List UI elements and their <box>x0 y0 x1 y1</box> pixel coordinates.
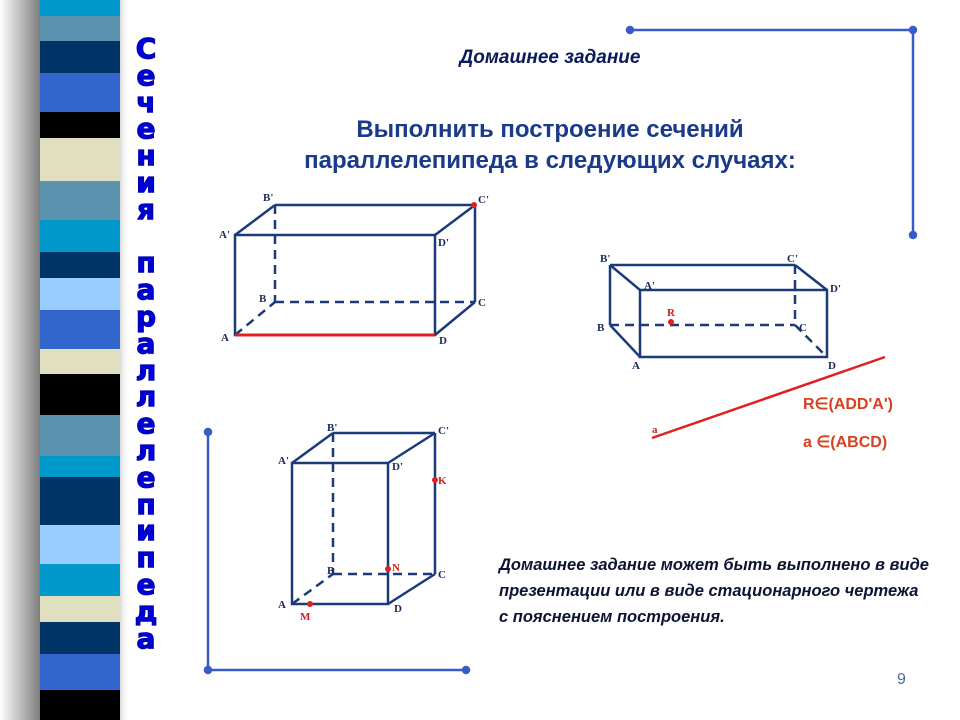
vertical-title-letter: л <box>135 380 157 414</box>
vertical-title-letter: л <box>135 353 157 387</box>
vertical-title-letter: р <box>135 299 157 333</box>
svg-text:N: N <box>392 562 400 574</box>
vertical-title-letter: е <box>136 460 156 494</box>
point-M <box>307 601 313 607</box>
svg-text:K: K <box>438 475 447 487</box>
stripe-band <box>40 16 120 41</box>
vertical-title-letter: и <box>136 165 157 199</box>
vertical-title-letter: л <box>135 433 157 467</box>
parallelepiped-figure-2 <box>608 263 886 440</box>
stripe-band <box>40 278 120 310</box>
svg-text:a: a <box>652 424 658 436</box>
stripe-band <box>40 622 120 654</box>
vertical-title-letter: и <box>136 514 157 548</box>
stripe-band <box>40 310 120 349</box>
stripe-band <box>40 112 120 138</box>
stripe-band <box>40 415 120 456</box>
stripe-band <box>40 564 120 596</box>
homework-heading: Домашнее задание <box>459 47 641 68</box>
stripe-band <box>40 690 120 720</box>
vertical-title-letter: п <box>136 541 157 575</box>
stripe-band <box>40 596 120 622</box>
svg-text:C': C' <box>478 194 489 206</box>
svg-text:D': D' <box>392 461 403 473</box>
vertical-title-letter: я <box>136 192 155 226</box>
condition-a: a ∈(ABCD) <box>803 434 888 451</box>
parallelepiped-figure-1 <box>233 202 477 337</box>
line-a <box>651 355 886 440</box>
vertical-title-letter: е <box>136 567 156 601</box>
point-R <box>668 319 674 325</box>
vertical-title-letter: п <box>136 487 157 521</box>
homework-note: Домашнее задание может быть выполнено в … <box>499 556 929 626</box>
parallelepiped-figure-3 <box>290 431 438 607</box>
svg-text:C: C <box>478 297 486 309</box>
vertical-title-letter: е <box>136 112 156 146</box>
svg-text:C': C' <box>438 425 449 437</box>
point-K <box>432 477 438 483</box>
svg-text:A: A <box>278 599 286 611</box>
svg-text:B: B <box>597 322 605 334</box>
svg-text:A': A' <box>278 455 289 467</box>
vertical-title-letter: а <box>136 621 156 655</box>
stripe-band <box>40 349 120 374</box>
svg-text:C': C' <box>787 253 798 265</box>
stripe-band <box>40 41 120 73</box>
vertical-title-letter: а <box>136 326 156 360</box>
svg-text:B': B' <box>600 253 610 265</box>
svg-text:B': B' <box>327 422 337 434</box>
svg-text:B: B <box>259 293 267 305</box>
svg-text:A: A <box>632 360 640 372</box>
vertical-title-letter: е <box>136 58 156 92</box>
stripe-band <box>40 654 120 690</box>
svg-text:D: D <box>828 360 836 372</box>
svg-text:A': A' <box>644 280 655 292</box>
stripe-band <box>40 456 120 477</box>
vertical-title-letter: п <box>136 246 157 280</box>
condition-R: R∈(ADD'A') <box>803 396 893 413</box>
svg-text:C: C <box>438 569 446 581</box>
vertical-title-letter: ч <box>136 85 156 119</box>
stripe-band <box>40 0 120 16</box>
svg-text:M: M <box>300 611 311 623</box>
svg-text:D: D <box>439 335 447 347</box>
vertical-title-letter: С <box>135 32 157 65</box>
stripe-band <box>40 252 120 278</box>
stripe-band <box>40 73 120 112</box>
svg-text:A': A' <box>219 229 230 241</box>
decorative-stripe-bar <box>0 0 130 720</box>
svg-text:D': D' <box>438 237 449 249</box>
page-number: 9 <box>897 671 906 688</box>
svg-text:D: D <box>394 603 402 615</box>
stripe-band <box>40 477 120 525</box>
vertical-title-letter: д <box>134 594 158 628</box>
svg-text:D': D' <box>830 283 841 295</box>
point-N <box>385 566 391 572</box>
vertical-title-letter: е <box>136 407 156 441</box>
stripe-band <box>40 220 120 252</box>
stripe-band <box>40 181 120 220</box>
stripe-band <box>40 374 120 415</box>
task-title: Выполнить построение сечений параллелепи… <box>240 114 860 176</box>
svg-text:B': B' <box>263 192 273 204</box>
svg-text:A: A <box>221 332 229 344</box>
task-title-line2: параллелепипеда в следующих случаях: <box>304 147 796 174</box>
stripe-band <box>40 138 120 181</box>
task-title-line1: Выполнить построение сечений <box>356 116 744 143</box>
vertical-title-letter: а <box>136 273 156 307</box>
point-C1 <box>471 202 477 208</box>
decorative-frame <box>203 25 918 675</box>
svg-text:B: B <box>327 565 335 577</box>
svg-text:R: R <box>667 307 676 319</box>
svg-text:C: C <box>799 322 807 334</box>
vertical-title-letter: н <box>136 139 157 173</box>
stripe-band <box>40 525 120 564</box>
